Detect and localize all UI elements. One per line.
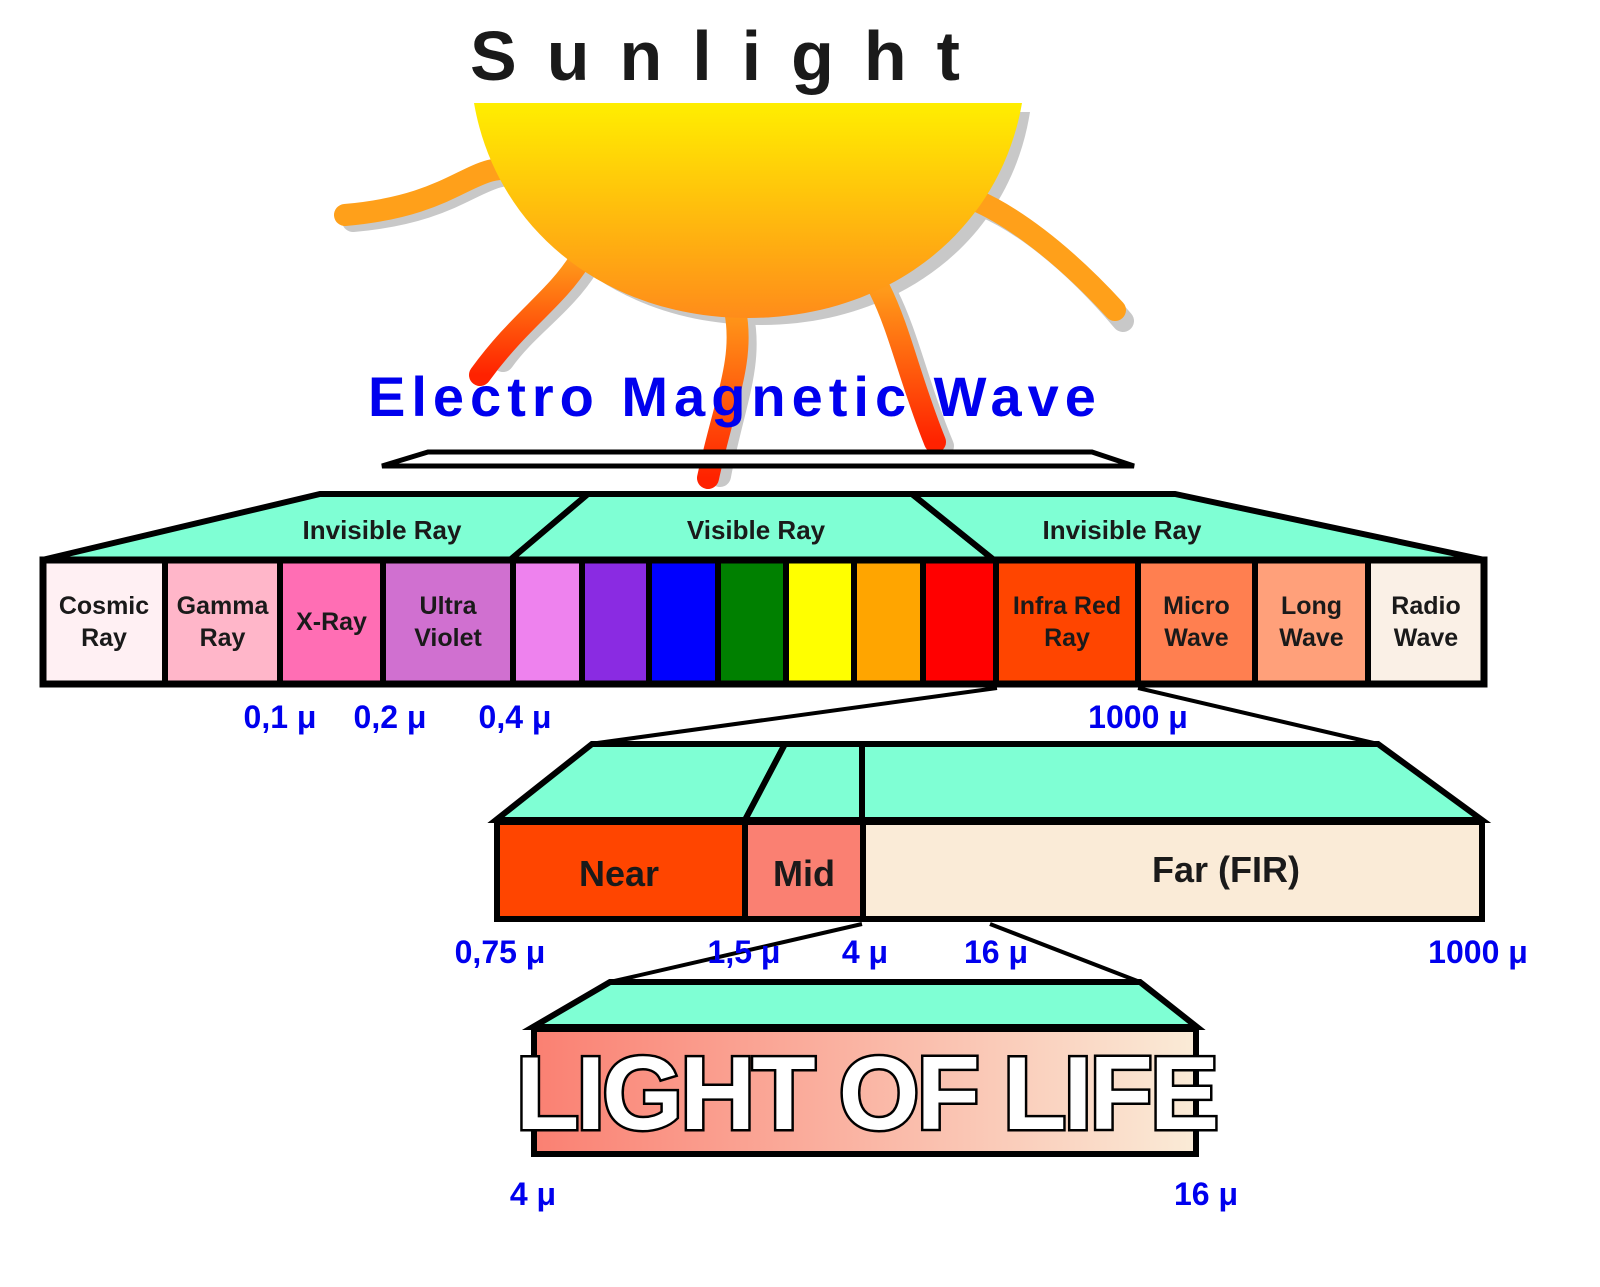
spectrum-cell-label: Ray bbox=[1044, 624, 1090, 652]
life-ticks: 4 μ 16 μ bbox=[510, 1176, 1238, 1212]
tick-label: 16 μ bbox=[1174, 1176, 1238, 1212]
spectrum-cell bbox=[920, 557, 999, 687]
spectrum-cell-label: Wave bbox=[1279, 624, 1343, 652]
band-label-invisible: Invisible Ray bbox=[1043, 515, 1202, 545]
spectrum-cell bbox=[1365, 557, 1487, 687]
band-headers: Invisible Ray Visible Ray Invisible Ray bbox=[41, 491, 1486, 563]
infrared-far-label: Far (FIR) bbox=[1152, 849, 1300, 890]
band-label-invisible: Invisible Ray bbox=[303, 515, 462, 545]
spectrum-cell bbox=[715, 557, 789, 687]
sun-illustration bbox=[334, 103, 1134, 489]
zoom-lines-infrared bbox=[589, 686, 1379, 746]
tick-label: 1,5 μ bbox=[708, 934, 781, 970]
page-title: Sunlight bbox=[470, 17, 990, 95]
spectrum-cell-label: Wave bbox=[1164, 624, 1228, 652]
spectrum-cell bbox=[993, 557, 1141, 687]
tick-label: 0,4 μ bbox=[479, 699, 552, 735]
spectrum-cell bbox=[510, 557, 585, 687]
spectrum-cell-label: Ray bbox=[81, 624, 127, 652]
spectrum-ticks: 0,1 μ 0,2 μ 0,4 μ 1000 μ bbox=[244, 699, 1188, 735]
life-header bbox=[521, 979, 1206, 1030]
tick-label: 0,75 μ bbox=[455, 934, 546, 970]
tick-label: 16 μ bbox=[964, 934, 1028, 970]
spectrum-border bbox=[39, 556, 1488, 688]
spectrum-cell bbox=[1252, 557, 1371, 687]
spectrum-cell-label: Radio bbox=[1391, 592, 1460, 620]
sun-half-disc bbox=[474, 103, 1022, 318]
spectrum-cell bbox=[1135, 557, 1258, 687]
spectrum-cell bbox=[162, 557, 283, 687]
spectrum-cell-label: Ultra bbox=[420, 592, 478, 620]
diagram-subtitle: Electro Magnetic Wave bbox=[368, 365, 1102, 428]
spectrum-cell bbox=[579, 557, 652, 687]
tick-label: 0,1 μ bbox=[244, 699, 317, 735]
life-bar: LIGHT OF LIFE bbox=[513, 1026, 1222, 1157]
sun-ray bbox=[964, 189, 1126, 321]
life-label: LIGHT OF LIFE bbox=[516, 1036, 1216, 1152]
infrared-far bbox=[860, 819, 1485, 922]
spectrum-cell-label: Ray bbox=[200, 624, 246, 652]
tick-label: 1000 μ bbox=[1088, 699, 1188, 735]
infrared-ticks: 0,75 μ 1,5 μ 4 μ 16 μ 1000 μ bbox=[455, 934, 1528, 970]
sun-ray bbox=[469, 249, 591, 386]
spectrum-cell bbox=[783, 557, 857, 687]
infrared-headers bbox=[487, 741, 1492, 823]
spectrum-cell bbox=[380, 557, 516, 687]
tick-label: 4 μ bbox=[842, 934, 888, 970]
spectrum-cell-label: Cosmic bbox=[59, 592, 149, 620]
spectrum-cell-label: X-Ray bbox=[296, 608, 367, 636]
spectrum-cell bbox=[646, 557, 721, 687]
spectrum-bracket bbox=[381, 449, 1135, 469]
infrared-mid bbox=[742, 819, 866, 922]
spectrum-cell bbox=[40, 557, 168, 687]
spectrum-cell bbox=[851, 557, 926, 687]
spectrum-cell-label: Gamma bbox=[177, 592, 270, 620]
sun-ray bbox=[869, 279, 946, 453]
life-bar-fill bbox=[531, 1026, 1199, 1157]
zoom-lines-life bbox=[609, 922, 1141, 984]
spectrum-cell-label: Infra Red bbox=[1013, 592, 1121, 620]
spectrum-cell-label: Long bbox=[1281, 592, 1342, 620]
tick-label: 1000 μ bbox=[1428, 934, 1528, 970]
tick-label: 4 μ bbox=[510, 1176, 556, 1212]
infrared-bar: Near Mid Far (FIR) bbox=[494, 819, 1485, 922]
sun-rays bbox=[334, 157, 1126, 489]
infrared-near-label: Near bbox=[579, 853, 659, 894]
tick-label: 0,2 μ bbox=[354, 699, 427, 735]
infrared-mid-label: Mid bbox=[773, 853, 835, 894]
band-label-visible: Visible Ray bbox=[687, 515, 826, 545]
spectrum-cell-label: Micro bbox=[1163, 592, 1230, 620]
spectrum-cell-label: Wave bbox=[1394, 624, 1458, 652]
infrared-near bbox=[494, 819, 748, 922]
spectrum-cell-label: Violet bbox=[414, 624, 482, 652]
